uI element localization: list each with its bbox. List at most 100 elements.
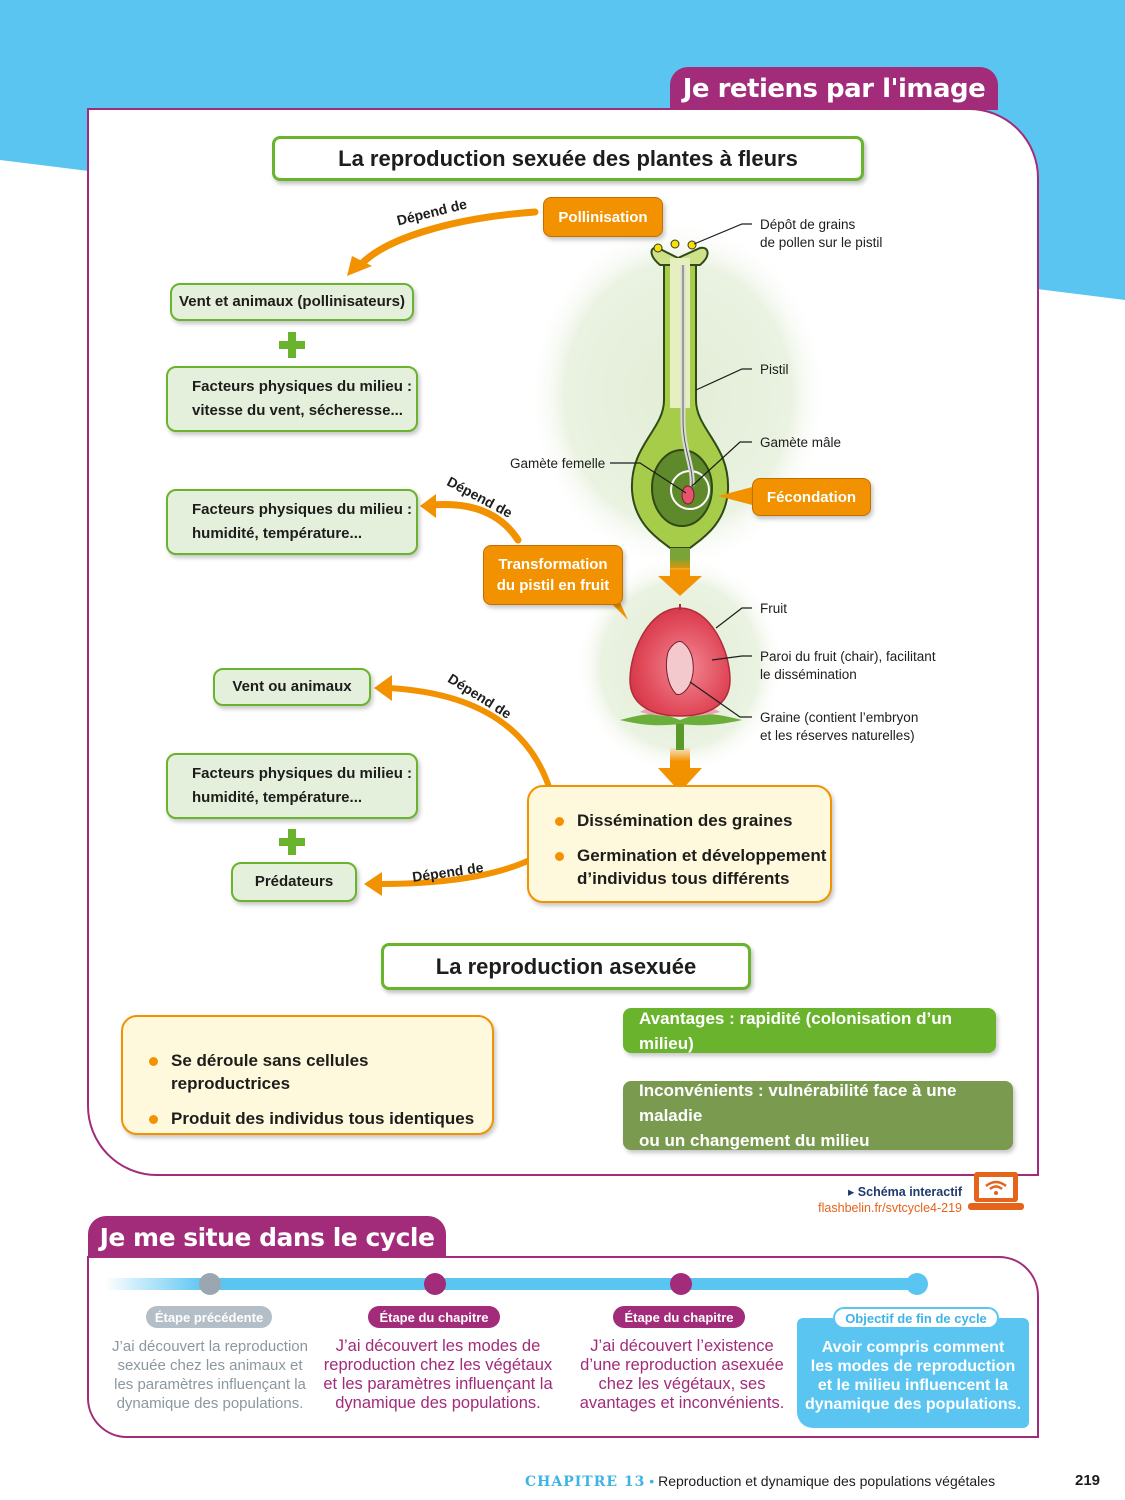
- objective-box: [797, 1318, 1029, 1428]
- bullet-icon: [149, 1057, 158, 1066]
- footer-chapter: CHAPITRE 13: [525, 1474, 646, 1490]
- facteurs-humidite-box-2: Facteurs physiques du milieu : humidité, …: [166, 753, 418, 819]
- label-pistil: Pistil: [760, 362, 789, 377]
- outcome-text: d’individus tous différents: [577, 869, 790, 888]
- step-line: dynamique des populations.: [804, 1396, 1022, 1413]
- transformation-line: du pistil en fruit: [496, 577, 610, 594]
- step-line: avantages et inconvénients.: [579, 1394, 785, 1412]
- step-line: J’ai découvert les modes de: [335, 1337, 541, 1355]
- step-badge-chapter-2: Étape du chapitre: [613, 1306, 745, 1328]
- step-line: et le milieu influencent la: [817, 1377, 1009, 1394]
- asexual-text: Se déroule sans cellules reproductrices: [171, 1051, 369, 1093]
- footer-title: Reproduction et dynamique des population…: [658, 1473, 996, 1489]
- pollen-grain: [670, 239, 680, 249]
- step-line: reproduction chez les végétaux: [323, 1356, 553, 1374]
- step-badge-previous: Étape précédente: [146, 1306, 272, 1328]
- step-line: et les paramètres influençant la: [323, 1375, 553, 1393]
- interactive-label: Schéma interactif: [857, 1185, 962, 1199]
- outcome-list: Dissémination des graines Germination et…: [555, 809, 826, 890]
- outcome-text: Germination et développement: [577, 846, 827, 865]
- transformation-line: Transformation: [498, 556, 608, 573]
- label-line: Graine (contient l’embryon: [760, 710, 919, 725]
- facteurs-line: Facteurs physiques du milieu :: [192, 378, 413, 395]
- step-line: J’ai découvert la reproduction: [112, 1338, 308, 1355]
- step-text-chapter-1: J’ai découvert les modes de reproduction…: [312, 1337, 564, 1413]
- plus-icon: [279, 829, 305, 855]
- arrowhead-transformation: [420, 494, 436, 518]
- pollinisation-box: Pollinisation: [543, 197, 663, 237]
- label-fruit: Fruit: [760, 601, 787, 616]
- sexual-reproduction-heading: La reproduction sexuée des plantes à fle…: [272, 136, 864, 181]
- step-line: dynamique des populations.: [335, 1394, 541, 1412]
- interactive-url[interactable]: flashbelin.fr/svtcycle4-219: [818, 1201, 962, 1215]
- plus-icon: [279, 332, 305, 358]
- facteurs-line: Facteurs physiques du milieu :: [192, 501, 413, 518]
- arrow-pollinisation: [354, 208, 539, 272]
- arrowhead-pollinisation: [347, 256, 372, 276]
- step-text-previous: J’ai découvert la reproduction sexuée ch…: [97, 1337, 323, 1413]
- label-graine: Graine (contient l’embryon et les réserv…: [760, 709, 918, 745]
- inconvenients-band: Inconvénients : vulnérabilité face à une…: [623, 1081, 1013, 1150]
- outcomes-box: Dissémination des graines Germination et…: [527, 785, 832, 903]
- facteurs-line: Facteurs physiques du milieu :: [192, 765, 413, 782]
- vent-animaux-pollinisateurs-box: Vent et animaux (pollinisateurs): [170, 283, 414, 321]
- inconvenients-line: Inconvénients : vulnérabilité face à une…: [639, 1081, 957, 1125]
- facteurs-line: humidité, température...: [192, 789, 363, 806]
- label-line: Paroi du fruit (chair), facilitant: [760, 649, 936, 664]
- step-line: J’ai découvert l’existence: [590, 1337, 774, 1355]
- transformation-box: Transformation du pistil en fruit: [483, 545, 623, 605]
- section-tab-title: Je retiens par l'image: [670, 67, 998, 110]
- asexual-list: Se déroule sans cellules reproductrices …: [149, 1049, 492, 1130]
- bullet-icon: [555, 852, 564, 861]
- avantages-band: Avantages : rapidité (colonisation d’un …: [623, 1008, 996, 1053]
- label-line: et les réserves naturelles): [760, 728, 915, 743]
- inconvenients-line: ou un changement du milieu: [639, 1131, 870, 1150]
- label-depot-pollen: Dépôt de grains de pollen sur le pistil: [760, 216, 882, 252]
- outcome-text: Dissémination des graines: [577, 811, 793, 830]
- ovary: [651, 449, 713, 527]
- facteurs-humidite-box-1: Facteurs physiques du milieu :humidité, …: [166, 489, 418, 555]
- step-text-objective: Avoir compris comment les modes de repro…: [799, 1338, 1027, 1414]
- pollen-grain: [687, 240, 697, 250]
- vent-ou-animaux-box: Vent ou animaux: [213, 668, 371, 706]
- bullet-icon: [555, 817, 564, 826]
- facteurs-vent-secheresse-box: Facteurs physiques du milieu : vitesse du…: [166, 366, 418, 432]
- asexual-text: Produit des individus tous identiques: [171, 1109, 475, 1128]
- label-line: de pollen sur le pistil: [760, 235, 883, 250]
- asexual-item: Produit des individus tous identiques: [149, 1107, 492, 1130]
- asexual-bullets-box: Se déroule sans cellules reproductrices …: [121, 1015, 494, 1135]
- label-paroi-fruit: Paroi du fruit (chair), facilitant le di…: [760, 648, 936, 684]
- asexual-reproduction-heading: La reproduction asexuée: [381, 943, 751, 990]
- step-line: dynamique des populations.: [116, 1395, 304, 1412]
- page-number: 219: [1075, 1472, 1101, 1489]
- step-badge-objective: Objectif de fin de cycle: [833, 1307, 999, 1329]
- step-line: d’une reproduction asexuée: [580, 1356, 784, 1374]
- label-gamete-male: Gamète mâle: [760, 435, 842, 450]
- facteurs-line: vitesse du vent, sécheresse...: [192, 402, 403, 419]
- cycle-tab-title: Je me situe dans le cycle: [88, 1216, 446, 1258]
- label-line: le dissémination: [760, 667, 857, 682]
- interactive-schema-link[interactable]: ▸ Schéma interactif flashbelin.fr/svtcyc…: [812, 1184, 962, 1216]
- fecondation-box: Fécondation: [752, 478, 871, 516]
- outcome-item: Germination et développement d’individus …: [555, 844, 826, 890]
- step-line: chez les végétaux, ses: [598, 1375, 766, 1393]
- label-line: Dépôt de grains: [760, 217, 856, 232]
- arrowhead-dissemination: [374, 675, 392, 701]
- step-line: les modes de reproduction: [810, 1358, 1016, 1375]
- female-gamete: [681, 485, 695, 505]
- step-line: les paramètres influençant la: [114, 1376, 306, 1393]
- step-line: sexuée chez les animaux et: [117, 1357, 303, 1374]
- fruit-stem: [676, 720, 684, 750]
- step-badge-chapter-1: Étape du chapitre: [368, 1306, 500, 1328]
- bullet-icon: [149, 1115, 158, 1124]
- arrow-down-1: [658, 576, 702, 596]
- pollen-grain: [653, 243, 663, 253]
- asexual-item: Se déroule sans cellules reproductrices: [149, 1049, 492, 1095]
- play-icon: ▸: [848, 1185, 858, 1199]
- outcome-item: Dissémination des graines: [555, 809, 826, 832]
- page-footer: CHAPITRE 13 • Reproduction et dynamique …: [525, 1473, 995, 1490]
- arrow-transformation: [428, 501, 522, 544]
- laptop-wifi-icon[interactable]: [968, 1170, 1024, 1214]
- predateurs-box: Prédateurs: [231, 862, 357, 902]
- step-line: Avoir compris comment: [821, 1339, 1005, 1356]
